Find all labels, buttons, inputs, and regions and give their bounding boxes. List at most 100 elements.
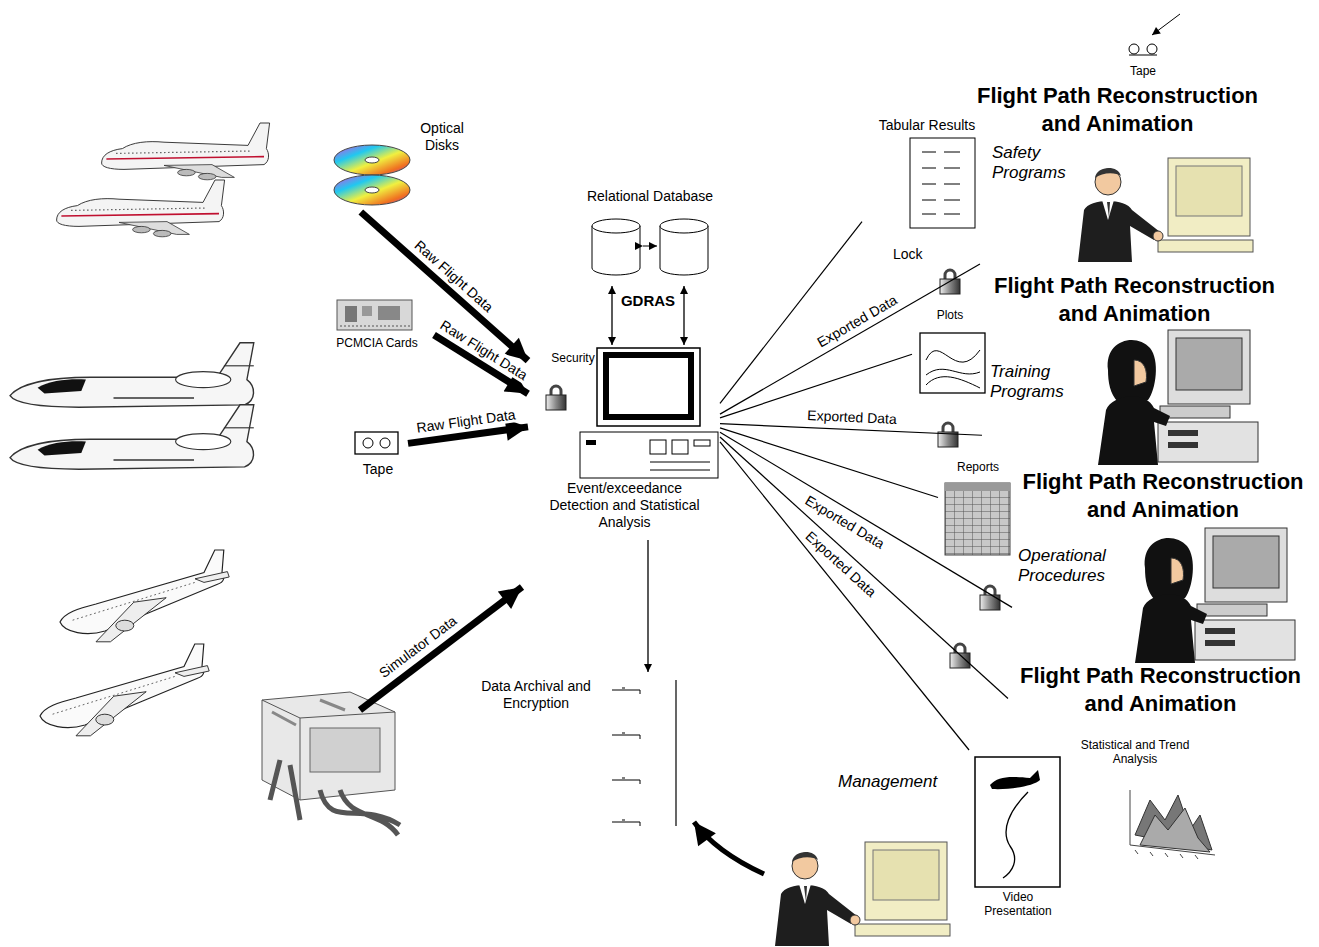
optical-disks (334, 145, 410, 175)
video-board (975, 757, 1060, 887)
workstation-node: Flight Path Reconstruction and Animation… (1008, 662, 1315, 858)
trend-chart (1135, 850, 1198, 859)
workstation-node: Flight Path Reconstruction and Animation (965, 82, 1272, 264)
video-board (975, 757, 1060, 887)
connector-line (611, 286, 612, 345)
business-jet-aircraft (10, 343, 254, 469)
node-text: Event/exceedance Detection and Statistic… (542, 480, 707, 530)
connector-line (720, 424, 982, 436)
tape-cassette (355, 432, 398, 454)
tape-cassette (355, 432, 398, 454)
workstation-node: Flight Path Reconstruction and Animation (982, 272, 1289, 467)
database-cylinders (592, 219, 640, 233)
flight-simulator (262, 692, 395, 800)
computer-workstation (672, 440, 688, 454)
computer-workstation (606, 355, 691, 417)
tabular-document (910, 138, 975, 228)
pcmcia-card (362, 306, 372, 316)
node-title: PCMCIA Cards (322, 336, 432, 350)
computer-workstation (694, 440, 710, 446)
report-pages (945, 483, 1010, 491)
media-label: Tape (350, 428, 408, 482)
analyst-person (1078, 158, 1253, 262)
tape-cassette (363, 438, 373, 448)
archive-arrow (694, 822, 764, 874)
pcmcia-card (337, 300, 412, 330)
plot-chart (920, 333, 985, 393)
connector-line (720, 222, 862, 404)
video-board (990, 770, 1040, 789)
report-pages (945, 483, 1010, 555)
tape-cassette (1129, 44, 1139, 54)
archive-arrow (694, 822, 764, 874)
node-title: Management (838, 772, 958, 792)
analyst-person (1135, 528, 1295, 663)
computer-workstation (597, 348, 700, 426)
connector-line (647, 540, 648, 672)
node-title: Flight Path Reconstruction and Animation (965, 82, 1270, 138)
trend-chart (1140, 808, 1210, 852)
computer-workstation (650, 440, 666, 454)
optical-disks (334, 145, 410, 205)
optical-disks (365, 187, 379, 193)
boeing-737-aircraft (40, 550, 229, 736)
node-title: Relational Database (570, 188, 730, 205)
flight-simulator (272, 700, 345, 725)
node-title: Security (548, 351, 598, 365)
node-text: Video Presentation (970, 890, 1066, 919)
node-title: Flight Path Reconstruction and Animation (982, 272, 1287, 328)
connector-line (720, 428, 938, 498)
tape-cassette (1152, 14, 1180, 35)
flight-simulator (262, 692, 400, 835)
connector-line (720, 442, 969, 750)
optical-disks (365, 157, 379, 163)
boeing-737-aircraft (60, 550, 229, 642)
node-title: Optical Disks (410, 120, 474, 154)
edge-label: Raw Flight Data (414, 406, 519, 436)
archive-drawers (622, 688, 625, 820)
boeing-737-aircraft (40, 644, 209, 736)
media-label: Optical Disks (328, 120, 478, 212)
node-text: Operational Procedures (1018, 546, 1130, 587)
node-title: Plots (920, 308, 980, 322)
connector-line (720, 264, 980, 414)
output-node: PlotsTraining Programs (912, 306, 1074, 420)
node-title: Flight Path Reconstruction and Animation (1008, 662, 1313, 718)
tabular-document (910, 138, 975, 228)
pcmcia-card (378, 306, 400, 320)
connector-line (720, 437, 1008, 699)
optical-disks (334, 175, 410, 205)
connector-line (720, 432, 1012, 607)
database-cylinders (592, 219, 708, 275)
flight-simulator (270, 760, 400, 835)
computer-workstation (580, 432, 718, 478)
trend-chart (1130, 790, 1215, 859)
data-lock (938, 423, 958, 447)
tape-cassette (1129, 55, 1157, 56)
management-node: ManagementVideo Presentation (838, 750, 1068, 922)
node-title: Data Archival and Encryption (480, 678, 592, 712)
system-name: GDRAS (621, 292, 675, 310)
connector-line (683, 286, 684, 345)
edge-label: Exported Data (804, 407, 898, 427)
database-cylinders (660, 219, 708, 233)
computer-workstation (580, 348, 718, 478)
edge-label: Raw Flight Data (436, 315, 532, 383)
data-lock (950, 644, 970, 668)
pcmcia-card (337, 300, 412, 330)
pcmcia-card (345, 306, 357, 322)
computer-node: SecurityEvent/exceedance Detection and S… (528, 345, 720, 540)
analyst-person (775, 842, 950, 946)
archive-drawers (675, 680, 676, 826)
plot-chart (920, 333, 985, 393)
computer-workstation (586, 440, 596, 445)
node-title: Reports (943, 460, 1013, 474)
trend-chart (1130, 790, 1215, 855)
security-lock (546, 386, 566, 410)
output-node: Tabular ResultsSafety Programs (862, 113, 1072, 235)
business-jet-aircraft (10, 405, 254, 469)
tabular-document (922, 152, 960, 214)
node-title: Tabular Results (862, 117, 992, 134)
workstation-node: Flight Path Reconstruction and Animation (1012, 468, 1316, 665)
